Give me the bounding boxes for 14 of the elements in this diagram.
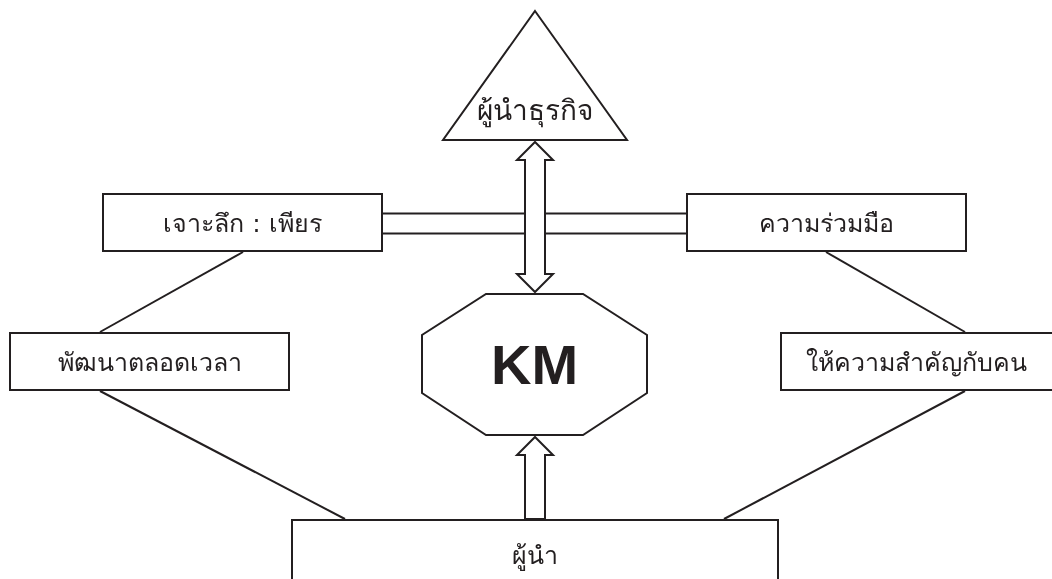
block-arrow [514,435,556,520]
node-label: KM [490,332,579,397]
double-line-connector [382,212,687,235]
text-box: เจาะลึก : เพียร [102,193,383,252]
node-label: ผู้นำธุรกิจ [477,92,593,130]
text-box: ความร่วมมือ [686,193,967,252]
connector-line [99,390,346,520]
connector-line [723,390,966,520]
connector-line [99,251,244,333]
connector-line [825,251,966,333]
text-box: ผู้นำ [291,519,779,579]
text-box: ให้ความสำคัญกับคน [780,332,1052,391]
double-block-arrow [514,140,556,294]
text-box: พัฒนาตลอดเวลา [9,332,290,391]
